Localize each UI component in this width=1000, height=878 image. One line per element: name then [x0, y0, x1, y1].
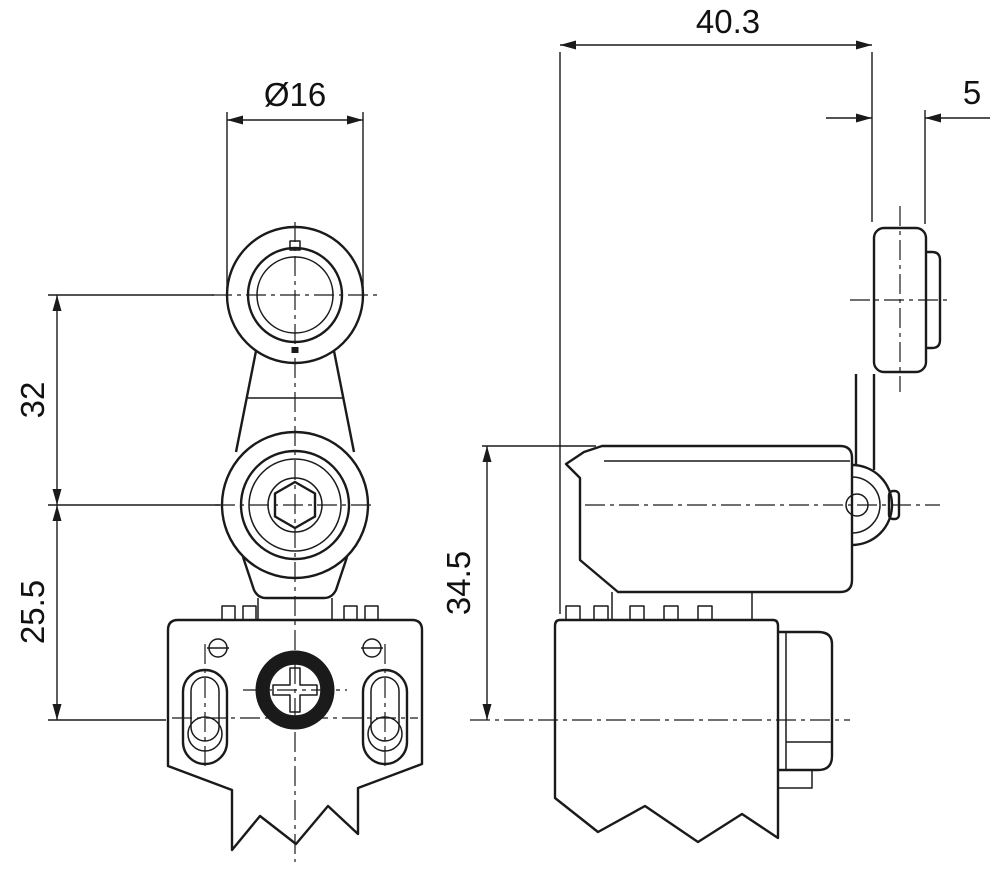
dim-lever-length-and-offset: 32 25.5 — [14, 294, 220, 721]
body-tab — [565, 605, 581, 621]
front-view — [166, 222, 424, 862]
roller-side-cap — [926, 250, 942, 350]
mounting-slot-left — [181, 668, 229, 766]
dim-hub-offset-label: 25.5 — [14, 580, 51, 644]
mounting-slot-right — [361, 668, 409, 766]
mounting-flange-side — [777, 630, 834, 789]
body-tab — [697, 605, 713, 621]
dim-head-height: 34.5 — [440, 445, 596, 720]
roller-front — [225, 225, 365, 365]
body-outline-with-break — [166, 618, 424, 852]
hub-outer-circle — [220, 430, 370, 580]
body-tab — [364, 605, 379, 621]
dome-outer-arc — [851, 463, 894, 547]
body-tab — [242, 605, 257, 621]
center-screw-ring — [255, 650, 335, 730]
cover-screw-right — [361, 638, 383, 658]
switch-body-side — [553, 605, 834, 844]
lever-shaft-dome — [845, 463, 901, 547]
dim-head-height-label: 34.5 — [440, 551, 477, 615]
phillips-cross — [272, 667, 318, 713]
hub-base-collar — [241, 556, 349, 600]
roller-side-body — [872, 226, 928, 374]
roller-bottom-mark — [291, 347, 299, 353]
switch-head-side — [564, 444, 901, 620]
dim-roller-diameter: Ø16 — [226, 76, 364, 288]
dim-overall-depth-label: 40.3 — [696, 3, 760, 40]
cover-screw-left — [207, 638, 229, 658]
dim-overall-depth: 40.3 — [559, 3, 873, 614]
body-tab — [593, 605, 609, 621]
lever-hub — [220, 430, 370, 620]
side-view-centerlines — [470, 206, 952, 721]
dim-roller-width-label: 5 — [963, 74, 981, 111]
roller-side — [872, 226, 942, 374]
body-tab — [663, 605, 679, 621]
roller-key-notch — [289, 240, 301, 251]
body-tab — [221, 605, 236, 621]
body-tab — [343, 605, 358, 621]
body-side-outline-with-break — [553, 618, 780, 844]
hub-screw-circle — [267, 477, 323, 533]
roller-outer-circle — [225, 225, 365, 365]
switch-body-front — [166, 605, 424, 852]
dim-lever-length-label: 32 — [14, 382, 51, 419]
roller-bore-circle — [256, 256, 334, 334]
hub-collar-circle — [239, 449, 351, 561]
dim-roller-width: 5 — [826, 74, 990, 224]
lever-arm-side — [854, 374, 876, 470]
dome-inner-arc — [851, 476, 881, 534]
roller-mid-circle — [246, 246, 344, 344]
hub-washer-circle — [248, 458, 342, 552]
dome-nub — [887, 489, 901, 521]
dim-roller-diameter-label: Ø16 — [264, 76, 326, 113]
shaft-circle — [845, 493, 869, 517]
dimensioning: Ø16 32 25.5 40.3 — [14, 3, 990, 721]
flange-step — [777, 769, 813, 789]
hex-socket — [273, 480, 317, 530]
center-screw — [255, 650, 335, 730]
side-view — [470, 206, 952, 844]
body-tab — [629, 605, 645, 621]
lever-arm-front — [234, 350, 356, 453]
front-view-centerlines — [172, 222, 418, 862]
head-outline — [564, 444, 854, 594]
